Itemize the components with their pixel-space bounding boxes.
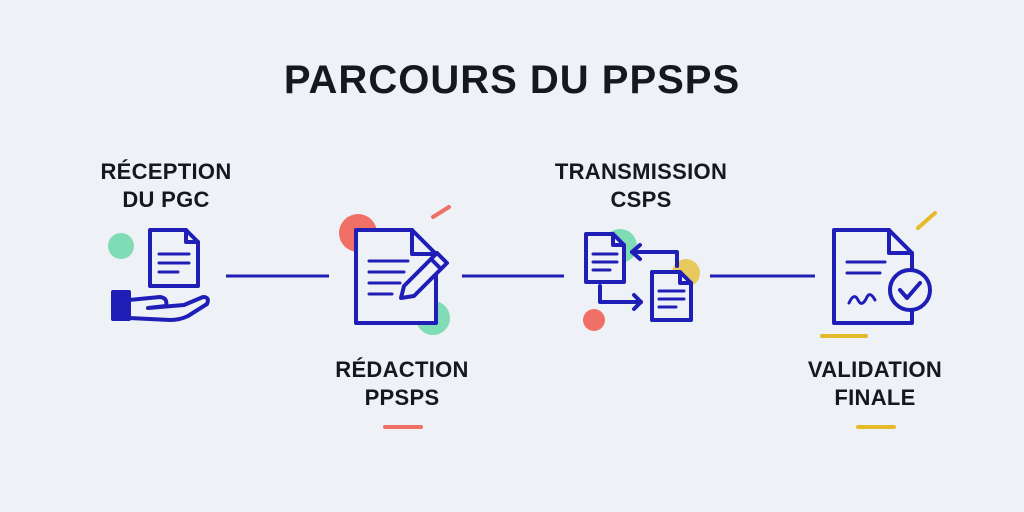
diagram-title: PARCOURS DU PPSPS: [283, 58, 741, 102]
step-4-label-line1: VALIDATION: [807, 357, 943, 382]
step-3-label-line1: TRANSMISSION: [554, 159, 728, 184]
document-exchange-icon: [584, 232, 693, 322]
step-3-label-line2: CSPS: [610, 187, 672, 212]
coral-accent-stroke: [431, 205, 451, 219]
document-check-icon: [832, 228, 932, 325]
step-4-accent-dash: [856, 425, 896, 429]
mint-accent-circle: [108, 233, 134, 259]
coral-accent-circle: [583, 309, 605, 331]
step-1-label: RÉCEPTION DU PGC: [66, 158, 266, 214]
step-4-label-line2: FINALE: [834, 385, 916, 410]
step-4-label: VALIDATION FINALE: [775, 356, 975, 412]
hand-document-icon: [111, 228, 210, 322]
step-3-label: TRANSMISSION CSPS: [521, 158, 761, 214]
step-2-label-line1: RÉDACTION: [335, 357, 469, 382]
step-2-label-line2: PPSPS: [364, 385, 440, 410]
gold-accent-stroke: [916, 211, 937, 230]
step-2-accent-dash: [383, 425, 423, 429]
document-pen-icon: [354, 228, 449, 325]
step-2-label: RÉDACTION PPSPS: [302, 356, 502, 412]
step-1-label-line2: DU PGC: [122, 187, 210, 212]
step-1-label-line1: RÉCEPTION: [100, 159, 232, 184]
